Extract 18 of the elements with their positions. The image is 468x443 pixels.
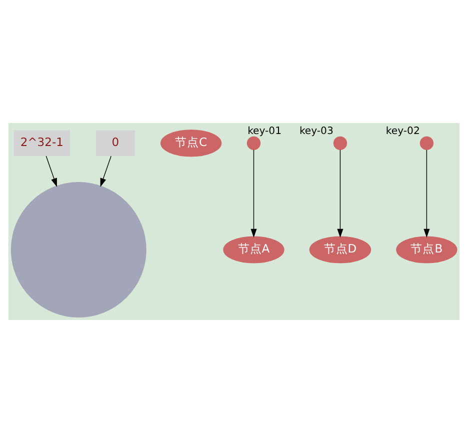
node-ellipse: 节点B xyxy=(396,236,458,264)
node-ellipse: 节点A xyxy=(223,236,284,264)
node-box: 2^32-1 xyxy=(14,130,70,156)
node-label: key-01 xyxy=(248,126,282,137)
node-ellipse: 节点C xyxy=(160,130,222,157)
node-circle xyxy=(420,136,434,150)
arrow xyxy=(250,149,257,238)
node-ellipse: 节点D xyxy=(309,236,372,264)
arrow xyxy=(424,149,430,238)
node-label: key-03 xyxy=(299,126,334,137)
node-circle xyxy=(333,136,348,150)
node-box: 0 xyxy=(96,130,135,156)
node-circle xyxy=(10,182,146,318)
arrow xyxy=(337,149,344,238)
node-label: key-02 xyxy=(386,126,420,137)
arrow xyxy=(100,156,112,187)
node-circle xyxy=(246,136,261,150)
arrow xyxy=(46,156,57,187)
